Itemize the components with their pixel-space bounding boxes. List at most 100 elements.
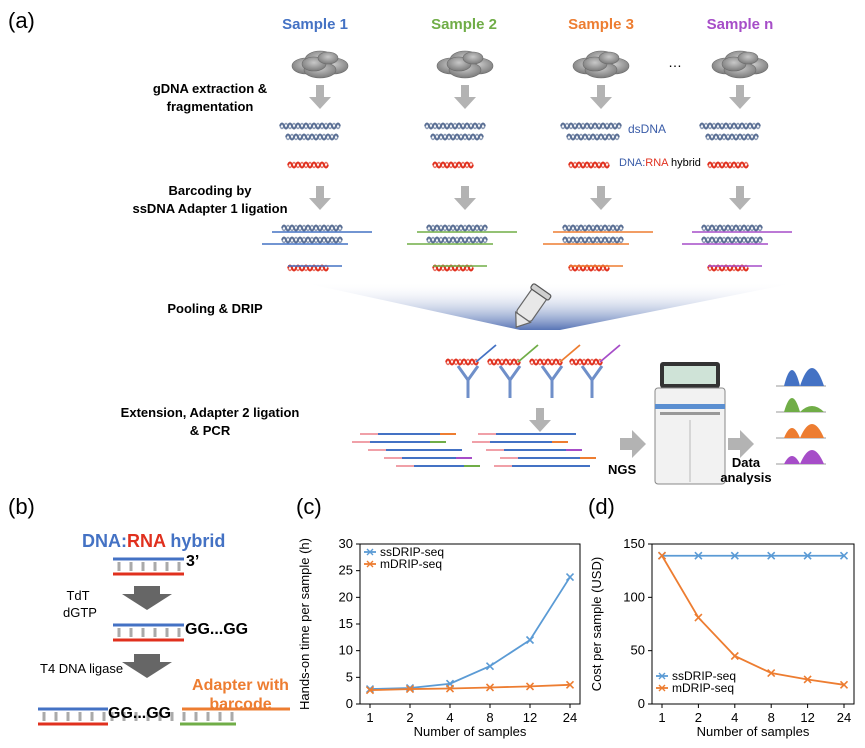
ellipsis: … (668, 54, 682, 70)
y-tick-label: 5 (346, 669, 353, 684)
panel-label-d: (d) (588, 494, 615, 519)
ligated-helix (281, 236, 343, 244)
dsdna-helix (699, 122, 761, 130)
y-tick-label: 30 (339, 536, 353, 551)
pcr-products (352, 433, 596, 467)
ligated-helix (562, 224, 624, 232)
arrow-ngs (620, 430, 646, 458)
gdna-cloud-icon (711, 50, 769, 79)
arrow-ligase (122, 654, 172, 678)
sequencer-icon (654, 362, 726, 485)
y-tick-label: 50 (631, 643, 645, 658)
x-tick-label: 4 (446, 710, 453, 725)
captured-adapter (517, 344, 539, 363)
ligated-helix (701, 224, 763, 232)
plot-frame (651, 543, 855, 705)
data-point (767, 669, 776, 678)
arrow-barcoding (729, 186, 751, 210)
y-axis-label: Hands-on time per sample (h) (297, 538, 312, 710)
x-tick-label: 8 (768, 710, 775, 725)
arrow-data (728, 430, 754, 458)
series-line-mDRIP-seq (369, 683, 571, 692)
panel-b-diagram (38, 557, 290, 726)
peak (800, 450, 824, 464)
series-line-ssDRIP-seq (369, 576, 571, 690)
data-point (839, 680, 849, 689)
tube-icon (515, 283, 552, 328)
panel-label-c: (c) (296, 494, 322, 519)
pooling-funnel (300, 282, 800, 330)
gdna-cloud-icon (436, 50, 494, 79)
data-point (839, 551, 849, 560)
legend-label: ssDRIP-seq (380, 545, 444, 559)
captured-adapter (559, 344, 581, 363)
series-line-mDRIP-seq (661, 555, 845, 686)
data-point (365, 686, 375, 695)
x-tick-label: 8 (486, 710, 493, 725)
panel-label-a: (a) (8, 8, 35, 33)
arrow-tdt (122, 586, 172, 610)
x-tick-label: 2 (406, 710, 413, 725)
y-axis-label: Cost per sample (USD) (589, 557, 604, 691)
data-point (485, 683, 495, 692)
panel-label-b: (b) (8, 494, 35, 519)
sample-2-label: Sample 2 (431, 16, 497, 33)
data-point (657, 551, 667, 560)
data-point (694, 551, 703, 560)
x-tick-label: 1 (366, 710, 373, 725)
step-extension: Extension, Adapter 2 ligation& PCR (120, 405, 300, 438)
ligated-helix (426, 224, 488, 232)
data-peaks (776, 368, 826, 465)
x-tick-label: 24 (563, 710, 577, 725)
data-point (730, 551, 739, 560)
panel-b-title: DNA:RNA hybrid (82, 531, 226, 551)
y-tick-label: 25 (339, 563, 353, 578)
hybrid-label: DNA:RNA hybrid (619, 157, 701, 169)
y-tick-label: 150 (623, 536, 645, 551)
legend-marker (366, 560, 374, 568)
captured-adapter (599, 344, 621, 363)
y-tick-label: 15 (339, 616, 353, 631)
y-tick-label: 10 (339, 643, 353, 658)
data-point (565, 573, 575, 582)
antibody-complexes (445, 344, 621, 398)
dsdna-helix (424, 122, 486, 130)
dsdna-label: dsDNA (628, 122, 667, 136)
sample-1-label: Sample 1 (282, 16, 348, 33)
arrow-barcoding (309, 186, 331, 210)
legend-marker (658, 672, 666, 680)
x-tick-label: 4 (731, 710, 738, 725)
dsdna-helix (560, 122, 622, 130)
antibody-icon (498, 365, 522, 398)
gg-label-2: GG...GG (108, 705, 172, 722)
x-tick-label: 1 (658, 710, 665, 725)
antibody-icon (540, 365, 564, 398)
arrow-extraction (309, 85, 331, 109)
peak (784, 370, 800, 386)
data-point (803, 675, 812, 684)
antibody-icon (580, 365, 604, 398)
step-extraction: gDNA extraction &fragmentation (152, 81, 268, 114)
x-tick-label: 24 (837, 710, 851, 725)
workflow-diagram (262, 50, 826, 485)
legend-label: ssDRIP-seq (672, 669, 736, 683)
ligated-helix (701, 236, 763, 244)
peak (784, 398, 800, 412)
data-point (405, 685, 415, 694)
ligated-helix (562, 236, 624, 244)
ligase-label: T4 DNA ligase (40, 661, 124, 676)
ligated-helix (426, 236, 488, 244)
x-tick-label: 12 (523, 710, 537, 725)
y-tick-label: 100 (623, 589, 645, 604)
x-axis-label: Number of samples (414, 724, 527, 739)
sample-3-label: Sample 3 (568, 16, 634, 33)
data-point (565, 680, 575, 689)
peak (784, 428, 800, 438)
y-tick-label: 0 (346, 696, 353, 711)
peak (800, 424, 824, 438)
